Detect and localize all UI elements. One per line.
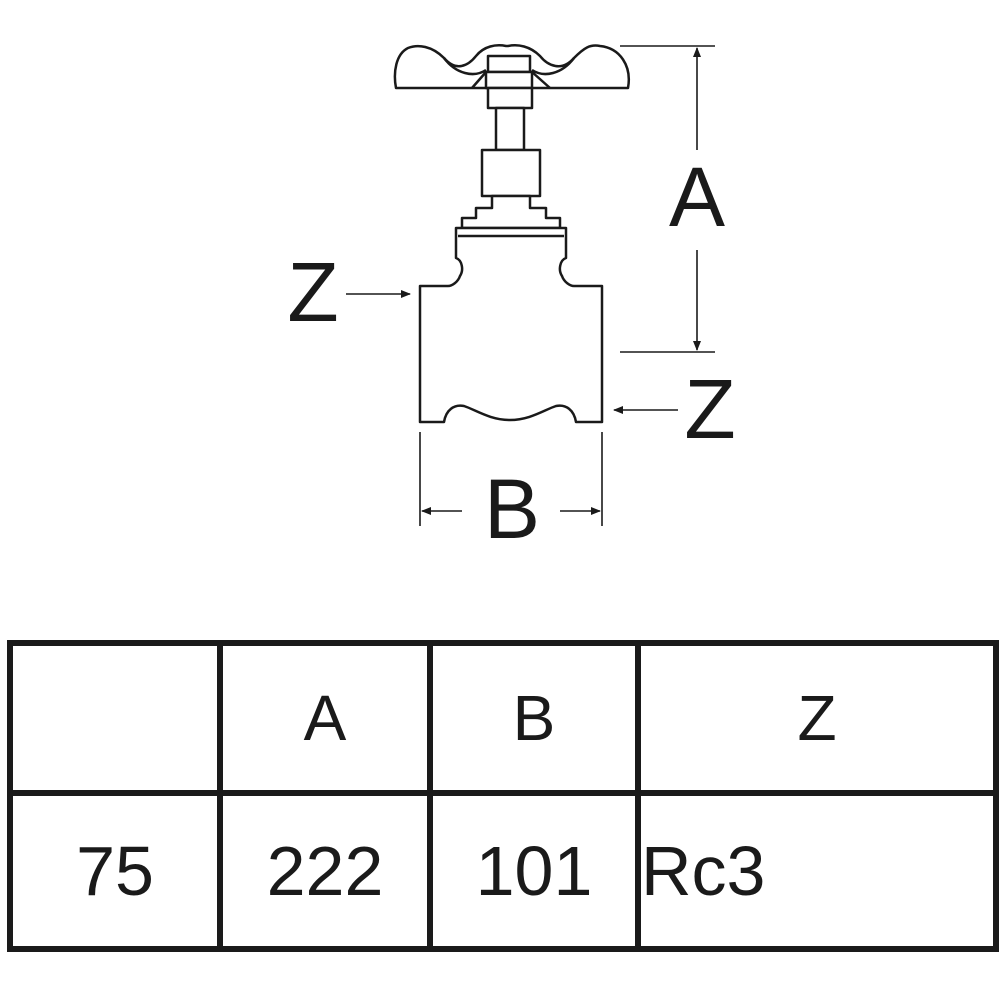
table-cell: 222 <box>217 790 433 952</box>
valve-diagram: A B Z Z <box>287 44 736 556</box>
gate-valve-drawing <box>393 44 630 424</box>
z-right-label: Z <box>684 362 735 456</box>
table-cell: Rc3 <box>635 790 999 952</box>
table-header-cell: B <box>427 640 641 796</box>
dimension-b <box>419 432 603 526</box>
wheel-hub <box>484 70 534 90</box>
table-header-row: A B Z <box>7 640 999 796</box>
dimension-a-label: A <box>669 150 725 244</box>
dimension-a <box>620 45 715 353</box>
table-header-cell: A <box>217 640 433 796</box>
table-cell: 101 <box>427 790 641 952</box>
stem <box>494 106 526 152</box>
valve-body <box>418 226 604 424</box>
table-header-cell: Z <box>635 640 999 796</box>
dimension-b-label: B <box>484 462 540 556</box>
handwheel-spokes <box>443 57 575 89</box>
table-cell: 75 <box>7 790 223 952</box>
wheel-nut <box>486 54 532 74</box>
table-header-cell <box>7 640 223 796</box>
stem-collar <box>486 86 534 110</box>
table-row: 75 222 101 Rc3 <box>7 790 999 952</box>
z-left-label: Z <box>287 245 338 339</box>
dimension-table: A B Z 75 222 101 Rc3 <box>7 640 999 952</box>
packing-nut <box>480 148 542 198</box>
bonnet <box>460 194 562 230</box>
